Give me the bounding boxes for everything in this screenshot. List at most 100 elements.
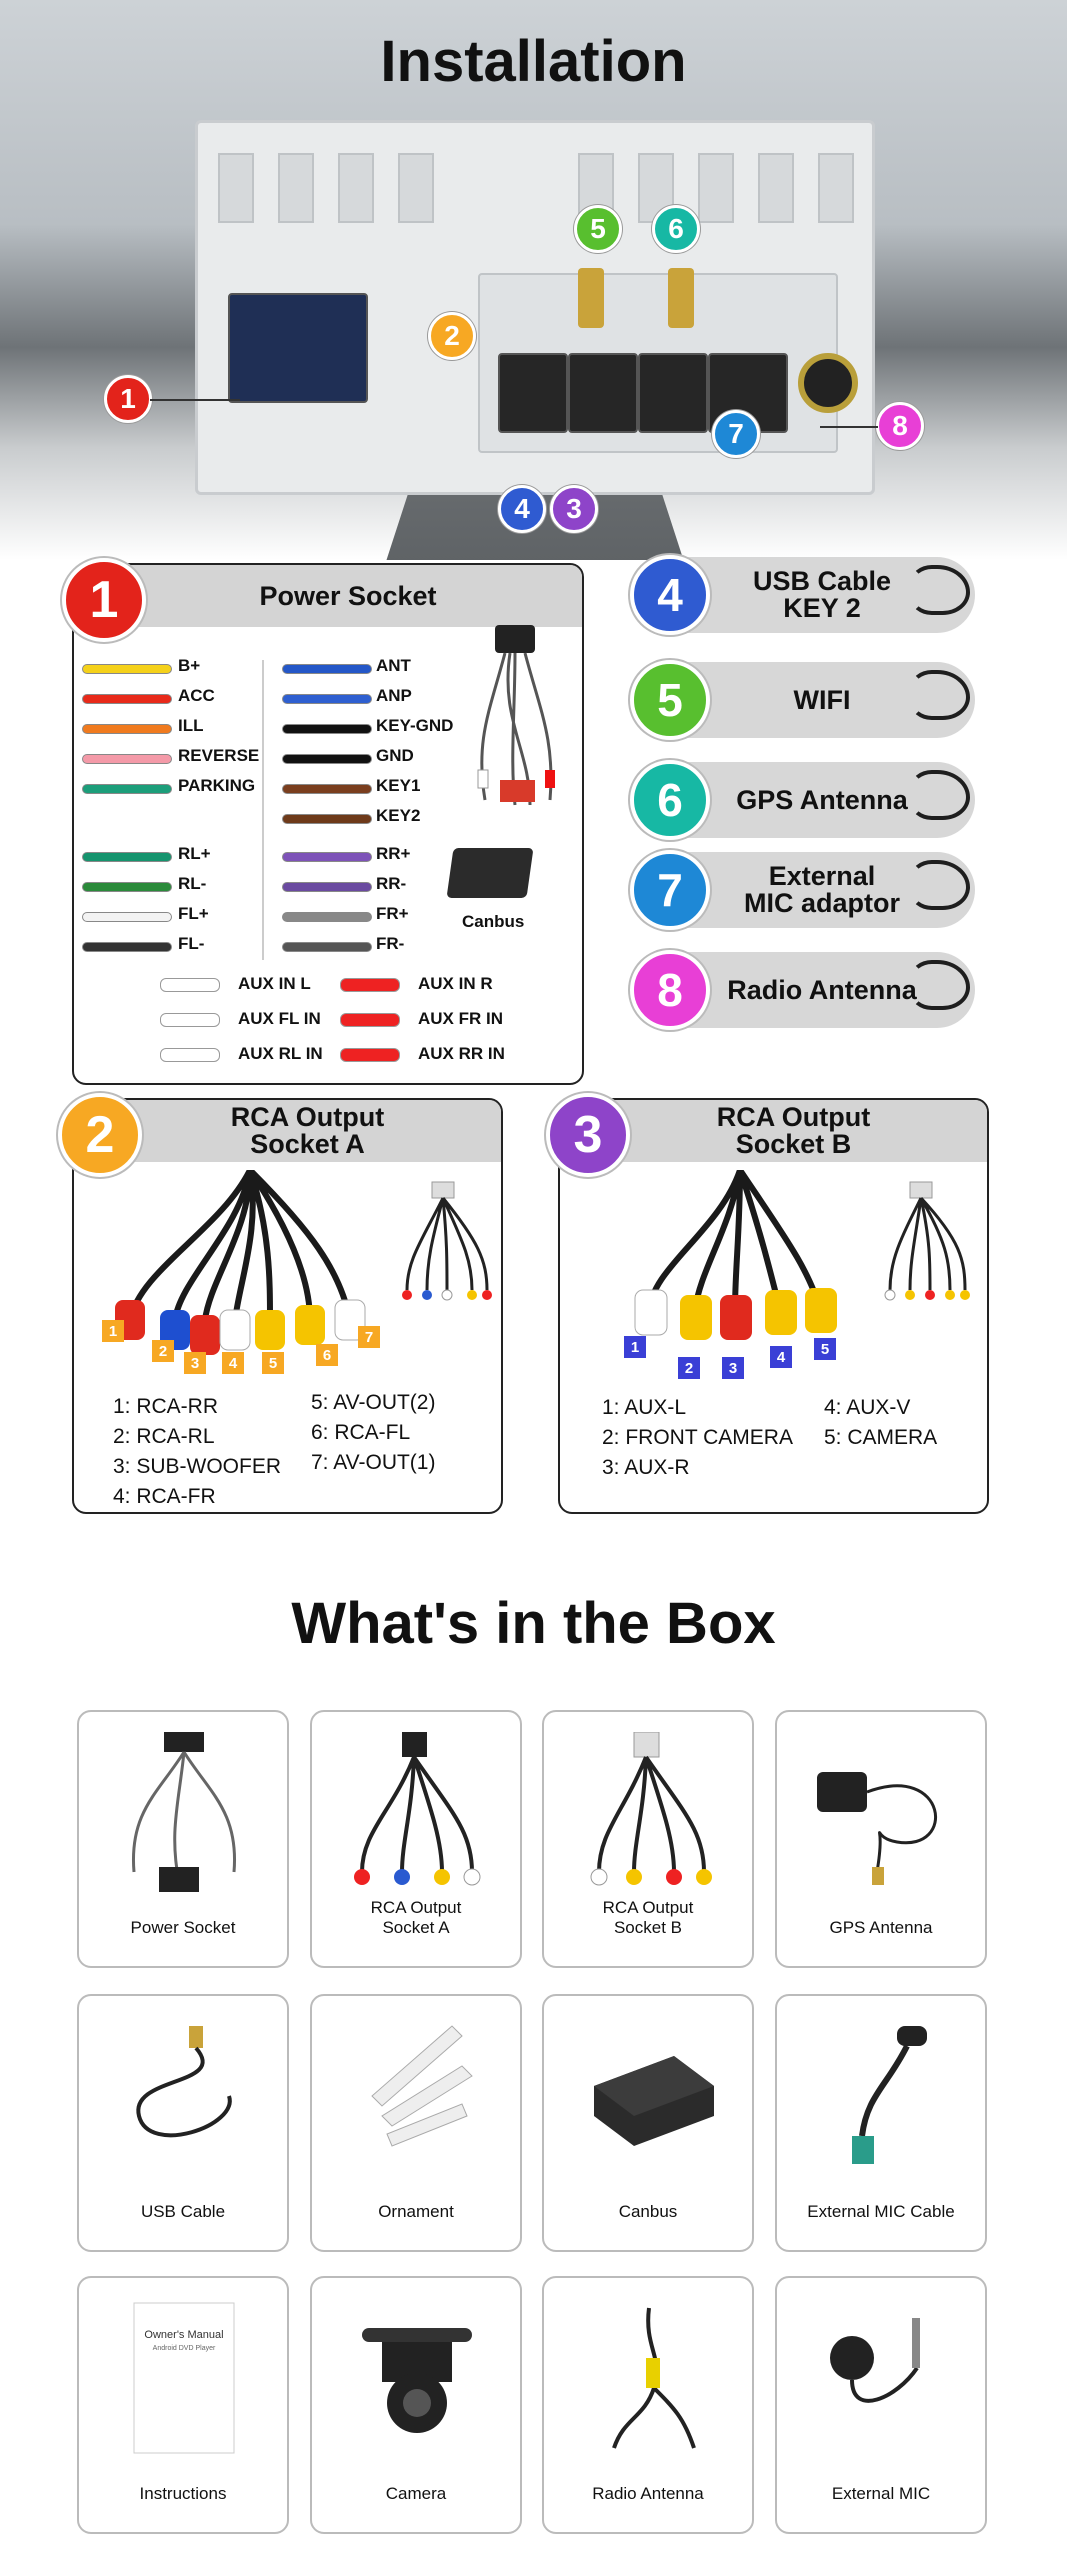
rca-b-port — [568, 353, 638, 433]
rca-b-thumbnail-icon — [880, 1180, 970, 1310]
plug-number-tag: 2 — [152, 1340, 174, 1362]
box-item-image — [109, 2016, 259, 2176]
panel-fin — [698, 153, 734, 223]
box-item-tile: Camera — [310, 2276, 522, 2534]
wire-swatch — [282, 942, 372, 952]
box-item-image — [342, 2016, 492, 2176]
box-item-label: Canbus — [618, 2202, 678, 2221]
rca-plug-icon — [340, 1048, 400, 1062]
box-item-tile: USB Cable — [77, 1994, 289, 2252]
wire-label: GND — [376, 746, 414, 765]
side-item-badge: 7 — [630, 850, 710, 930]
wire-label: FL- — [178, 934, 205, 953]
box-item-tile: Ornament — [310, 1994, 522, 2252]
harness-icon — [470, 620, 570, 810]
wire-label: ANP — [376, 686, 412, 705]
rca-b-legend-right: 4: AUX-V 5: CAMERA — [824, 1393, 937, 1453]
box-item-tile: GPS Antenna — [775, 1710, 987, 1968]
callout-3: 3 — [550, 485, 598, 533]
rca-b-title-line2: Socket B — [735, 1129, 852, 1159]
power-socket-badge: 1 — [62, 558, 146, 642]
rca-a-legend-right: 5: AV-OUT(2) 6: RCA-FL 7: AV-OUT(1) — [311, 1388, 435, 1478]
rca-a-title-line2: Socket A — [250, 1129, 365, 1159]
panel-fin — [278, 153, 314, 223]
installation-title: Installation — [380, 29, 687, 94]
box-item-illustration — [371, 2025, 473, 2147]
rca-a-item: 4: RCA-FR — [113, 1485, 216, 1508]
side-item-label-line1: WIFI — [793, 685, 851, 715]
rca-a-badge: 2 — [58, 1093, 142, 1177]
side-item-label-line2: KEY 2 — [783, 593, 861, 623]
box-item-tile: Canbus — [542, 1994, 754, 2252]
canbus-box-icon — [446, 848, 534, 898]
wire-swatch — [82, 694, 172, 704]
wire-label: RR+ — [376, 844, 411, 863]
callout-7: 7 — [712, 410, 760, 458]
box-item-tile: External MIC — [775, 2276, 987, 2534]
panel-fin — [758, 153, 794, 223]
box-item-illustration — [852, 2026, 927, 2164]
box-item-image — [574, 2298, 724, 2458]
side-item-badge: 6 — [630, 760, 710, 840]
box-item-label-line2: Socket A — [382, 1918, 450, 1937]
callout-2: 2 — [428, 312, 476, 360]
wire-label: KEY2 — [376, 806, 421, 825]
box-item-illustration — [131, 1732, 237, 1892]
box-item-illustration — [594, 2056, 714, 2146]
rca-plug-icon — [340, 1013, 400, 1027]
wire-swatch — [82, 664, 172, 674]
rca-plug-icon — [160, 978, 220, 992]
rca-a-item: 1: RCA-RR — [113, 1395, 219, 1418]
rca-b-plugs-icon — [620, 1168, 860, 1360]
plug-number-tag: 7 — [358, 1326, 380, 1348]
wire-swatch — [82, 882, 172, 892]
box-item-tile: Power Socket — [77, 1710, 289, 1968]
wire-swatch — [282, 754, 372, 764]
wire-label: ILL — [178, 716, 204, 735]
wire-label: FR+ — [376, 904, 409, 923]
aux-label: AUX IN R — [418, 974, 493, 993]
side-item-badge: 4 — [630, 555, 710, 635]
wire-swatch — [82, 724, 172, 734]
side-item-badge: 8 — [630, 950, 710, 1030]
side-item-label: WIFI — [712, 687, 932, 714]
side-item-cable-icon — [910, 960, 970, 1010]
box-item-label: External MIC — [831, 2484, 931, 2503]
box-item-illustration — [362, 2328, 472, 2433]
rca-b-title-line1: RCA Output — [716, 1102, 871, 1132]
rca-a-item: 5: AV-OUT(2) — [311, 1391, 436, 1414]
box-item-image — [342, 1732, 492, 1892]
box-item-label: USB Cable — [140, 2202, 226, 2221]
box-item-image — [342, 2298, 492, 2458]
wire-label: PARKING — [178, 776, 256, 795]
panel-fin — [218, 153, 254, 223]
box-item-label: GPS Antenna — [829, 1918, 933, 1937]
callout-1: 1 — [104, 375, 152, 423]
rca-a-port — [498, 353, 568, 433]
callout-leader — [820, 426, 878, 428]
rca-b-legend-left: 1: AUX-L 2: FRONT CAMERA 3: AUX-R — [602, 1393, 793, 1483]
canbus-label: Canbus — [462, 912, 525, 931]
aux-label: AUX IN L — [238, 974, 311, 993]
side-item-label-line2: MIC adaptor — [743, 888, 900, 918]
wire-label: KEY-GND — [376, 716, 454, 735]
rca-a-item: 7: AV-OUT(1) — [311, 1451, 436, 1474]
wire-swatch — [282, 724, 372, 734]
side-item-label: Radio Antenna — [712, 977, 932, 1004]
wire-label: FR- — [376, 934, 405, 953]
side-item-cable-icon — [910, 670, 970, 720]
plug-number-tag: 3 — [184, 1352, 206, 1374]
svg-text:Owner's Manual: Owner's Manual — [144, 2329, 223, 2341]
rca-plug-icon — [340, 978, 400, 992]
box-item-tile: Radio Antenna — [542, 2276, 754, 2534]
power-socket-heading: Power Socket — [114, 565, 582, 627]
wire-swatch — [282, 784, 372, 794]
aux-label: AUX FR IN — [418, 1009, 503, 1028]
box-item-illustration — [354, 1732, 481, 1886]
plug-number-tag: 2 — [678, 1357, 700, 1379]
